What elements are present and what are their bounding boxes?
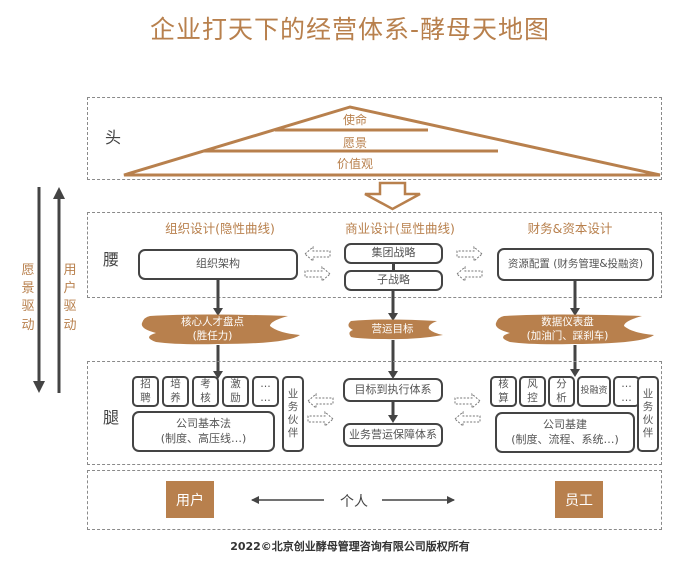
recruit-box: 招聘 [132,376,159,407]
pyramid-vision: 愿景 [342,136,367,150]
talent-review-banner [141,314,300,345]
leg-section [87,361,662,465]
company-infrastructure-box: 公司基建(制度、流程、系统…) [495,412,635,453]
pyramid-values: 价值观 [336,157,373,171]
leg-label: 腿 [103,408,120,427]
resource-allocation-box: 资源配置 (财务管理&投融资) [497,248,654,281]
risk-control-box: 风控 [519,376,546,407]
waist-label: 腰 [103,250,120,269]
waist-section [87,212,662,298]
employee-tag: 员工 [555,481,603,518]
individual-label: 个人 [340,494,368,510]
leg-exchange-arrows-icon [307,392,481,428]
analysis-box: 分析 [548,376,575,407]
org-structure-box: 组织架构 [138,249,298,280]
operating-goals-text: 营运目标 [371,323,414,335]
foot-section [87,470,662,530]
head-section [87,97,662,180]
incentive-box: 激励 [222,376,249,407]
vision-driven-label: 愿景驱动 [21,263,35,333]
goal-to-execution-box: 目标到执行体系 [343,378,443,402]
finance-design-heading: 财务&资本设计 [527,221,613,236]
head-label: 头 [105,128,122,147]
user-tag: 用户 [166,481,214,518]
operating-goals-banner [348,319,443,340]
business-partner-box-right: 业务伙伴 [637,376,659,452]
data-dashboard-text: 数据仪表盘 (加油门、踩刹车) [526,316,609,343]
copyright-footer: 2022©北京创业酵母管理咨询有限公司版权所有 [230,540,470,553]
vision-driven-arrow [33,187,45,393]
down-hollow-arrow-icon [364,181,421,211]
exchange-arrows-icon [304,245,483,283]
values-pyramid [123,105,661,177]
sub-strategy-box: 子战略 [344,270,443,291]
data-dashboard-banner [495,314,654,345]
user-driven-arrow [53,187,65,393]
talent-review-text: 核心人才盘点 (胜任力) [181,316,244,343]
operation-assurance-box: 业务营运保障体系 [343,423,443,447]
train-box: 培养 [162,376,189,407]
user-driven-label: 用户驱动 [63,263,77,333]
accounting-box: 核算 [490,376,517,407]
individual-arrows [251,496,455,504]
assess-box: 考核 [192,376,219,407]
org-design-heading: 组织设计(隐性曲线) [165,221,275,236]
business-design-heading: 商业设计(显性曲线) [345,221,455,236]
group-strategy-box: 集团战略 [344,243,443,264]
company-basic-law-box: 公司基本法(制度、高压线…) [132,411,275,452]
pyramid-mission: 使命 [342,113,367,127]
diagram-title: 企业打天下的经营体系-酵母天地图 [149,15,551,44]
more-box: …… [252,376,279,407]
investment-financing-box: 投融资 [577,376,611,407]
business-partner-box-left: 业务伙伴 [282,376,304,452]
flow-connectors [213,280,580,423]
